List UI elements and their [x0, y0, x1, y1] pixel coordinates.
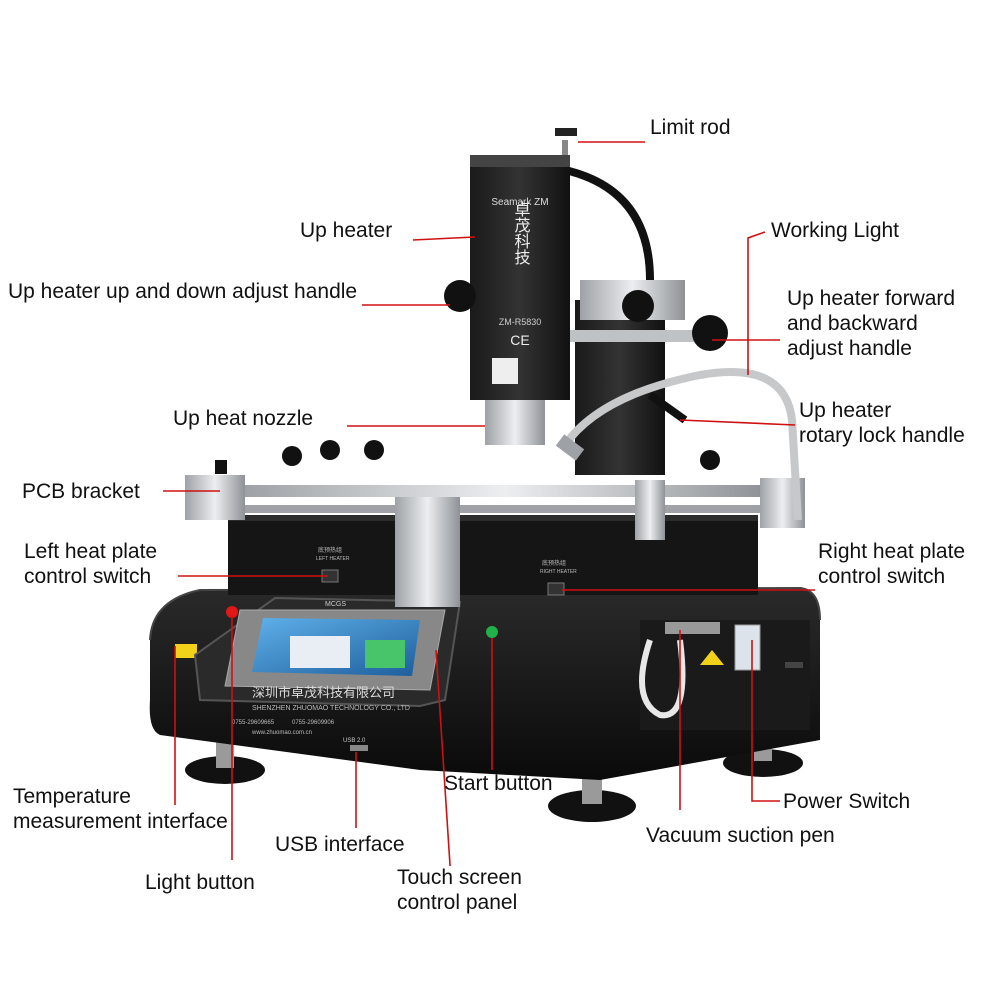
label-pcb-bracket: PCB bracket — [22, 480, 140, 503]
leader-working-light — [747, 231, 766, 375]
leader-up-heater — [412, 236, 476, 241]
label-light-button: Light button — [145, 871, 255, 894]
label-forward-backward-1: Up heater forward — [787, 287, 956, 310]
label-rotary-lock-2: rotary lock handle — [799, 424, 965, 447]
leader-rotary-lock — [679, 419, 796, 426]
label-start-button: Start button — [444, 772, 553, 795]
leader-lines — [163, 141, 815, 866]
label-touch-screen-1: Touch screen — [397, 866, 522, 889]
label-up-heater: Up heater — [300, 219, 393, 242]
website-text: www.zhuomao.com.cn — [251, 730, 312, 736]
vacuum-pen-assembly — [639, 622, 803, 719]
label-forward-backward-2: and backward — [787, 312, 918, 335]
label-power-switch: Power Switch — [783, 790, 911, 813]
company-cn-text: 深圳市卓茂科技有限公司 — [252, 685, 395, 700]
phone-1-text: 0755-29609665 — [232, 720, 275, 726]
label-temperature-1: Temperature — [13, 785, 131, 808]
device-printed-text: 深圳市卓茂科技有限公司 SHENZHEN ZHUOMAO TECHNOLOGY … — [232, 546, 577, 744]
tower-model-text: ZM-R5830 — [499, 317, 542, 327]
right-heater-cn-text: 底预热组 — [542, 559, 566, 567]
label-working-light: Working Light — [771, 219, 900, 242]
usb-label-text: USB 2.0 — [343, 738, 366, 744]
company-en-text: SHENZHEN ZHUOMAO TECHNOLOGY CO., LTD — [252, 705, 410, 712]
label-vacuum-pen: Vacuum suction pen — [646, 824, 835, 847]
label-right-switch-2: control switch — [818, 565, 946, 588]
label-rotary-lock-1: Up heater — [799, 399, 892, 422]
leader-power-switch — [751, 640, 780, 802]
label-adjust-handle: Up heater up and down adjust handle — [8, 280, 358, 303]
phone-2-text: 0755-29609906 — [292, 720, 335, 726]
label-touch-screen-2: control panel — [397, 891, 518, 914]
tower-chinese-text: 卓茂科技 — [512, 201, 531, 266]
label-temperature-2: measurement interface — [13, 810, 228, 833]
touch-screen-panel — [193, 596, 462, 708]
leader-touch-screen — [435, 649, 451, 866]
tower-ce-mark: CE — [510, 332, 529, 348]
screen-header-text: MCGS — [325, 601, 346, 608]
left-heater-en-text: LEFT HEATER — [316, 556, 350, 562]
label-up-heat-nozzle: Up heat nozzle — [173, 407, 314, 430]
label-left-switch-1: Left heat plate — [24, 540, 158, 563]
label-left-switch-2: control switch — [24, 565, 152, 588]
label-usb-interface: USB interface — [275, 833, 405, 856]
label-forward-backward-3: adjust handle — [787, 337, 912, 360]
working-light — [555, 368, 802, 521]
right-heater-en-text: RIGHT HEATER — [540, 569, 577, 575]
label-right-switch-1: Right heat plate — [818, 540, 966, 563]
up-heater-tower: Seamark ZM 卓茂科技 ZM-R5830 CE — [444, 155, 728, 445]
tower-brand-text: Seamark ZM — [491, 197, 548, 208]
left-heater-cn-text: 底预热组 — [318, 546, 342, 554]
label-limit-rod: Limit rod — [650, 116, 731, 139]
bottom-heater-block — [228, 515, 758, 596]
